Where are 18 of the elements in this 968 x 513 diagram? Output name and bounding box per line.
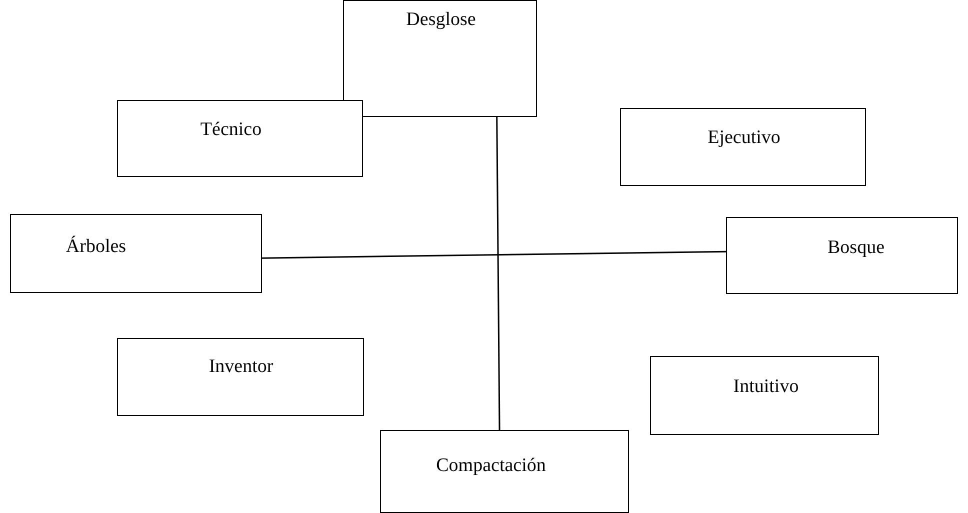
text-box [620, 108, 866, 186]
text-box [380, 430, 629, 513]
text-box [343, 0, 537, 117]
text-box [117, 100, 363, 177]
box-label: Inventor [208, 357, 274, 378]
text-box [117, 338, 364, 416]
connector-line [496, 117, 500, 430]
text-box [650, 356, 879, 435]
box-label: Compactación [436, 456, 546, 477]
text-box [10, 214, 262, 293]
connector-line [262, 250, 726, 259]
box-label: Árboles [66, 237, 126, 258]
box-label: Bosque [828, 238, 884, 259]
box-label: Desglose [406, 10, 476, 31]
box-label: Ejecutivo [708, 128, 780, 149]
box-label: Técnico [200, 120, 262, 141]
box-label: Intuitivo [733, 377, 799, 398]
text-box [726, 217, 958, 294]
